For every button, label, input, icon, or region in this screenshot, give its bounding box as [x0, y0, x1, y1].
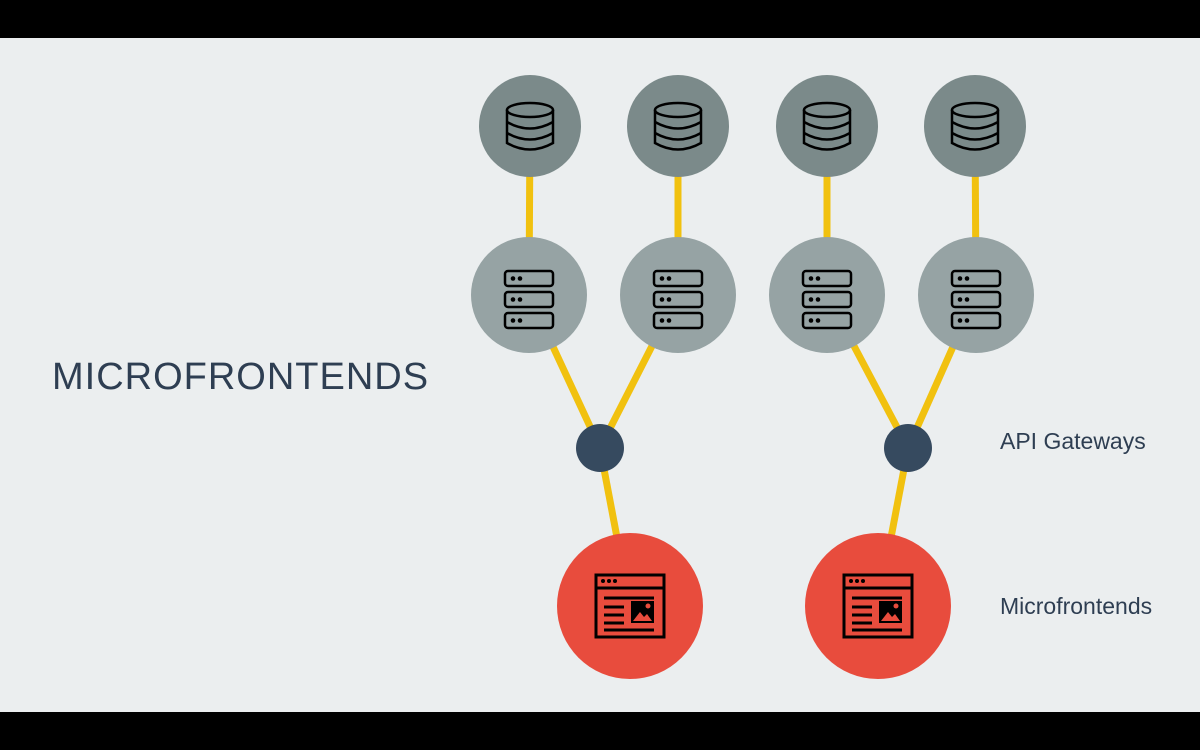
- service-node-circle: [918, 237, 1034, 353]
- api-gateway-node: [576, 424, 624, 472]
- microfrontend-node: [557, 533, 703, 679]
- database-icon: [505, 101, 555, 151]
- browser-window-icon: [842, 573, 914, 639]
- service-node: [471, 237, 587, 353]
- server-icon: [801, 269, 853, 330]
- database-node-circle: [776, 75, 878, 177]
- server-icon: [503, 269, 555, 330]
- service-node-circle: [471, 237, 587, 353]
- database-node: [627, 75, 729, 177]
- service-node: [620, 237, 736, 353]
- database-node-circle: [924, 75, 1026, 177]
- architecture-diagram: [471, 75, 1034, 679]
- database-icon: [802, 101, 852, 151]
- service-node-circle: [769, 237, 885, 353]
- database-icon: [653, 101, 703, 151]
- slide-title: MICROFRONTENDS: [52, 356, 430, 398]
- slide: MICROFRONTENDS API Gateways Microfronten…: [0, 38, 1200, 712]
- browser-window-icon: [594, 573, 666, 639]
- microfrontends-label: Microfrontends: [1000, 593, 1153, 619]
- microfrontend-node-circle: [557, 533, 703, 679]
- service-node-circle: [620, 237, 736, 353]
- database-node-circle: [479, 75, 581, 177]
- database-node: [924, 75, 1026, 177]
- api-gateways-label: API Gateways: [1000, 428, 1146, 454]
- database-icon: [950, 101, 1000, 151]
- microfrontend-node: [805, 533, 951, 679]
- service-node: [769, 237, 885, 353]
- database-node: [479, 75, 581, 177]
- server-icon: [652, 269, 704, 330]
- service-node: [918, 237, 1034, 353]
- server-icon: [950, 269, 1002, 330]
- database-node-circle: [627, 75, 729, 177]
- microfrontend-node-circle: [805, 533, 951, 679]
- api-gateway-node: [884, 424, 932, 472]
- connectors: [525, 125, 980, 607]
- database-node: [776, 75, 878, 177]
